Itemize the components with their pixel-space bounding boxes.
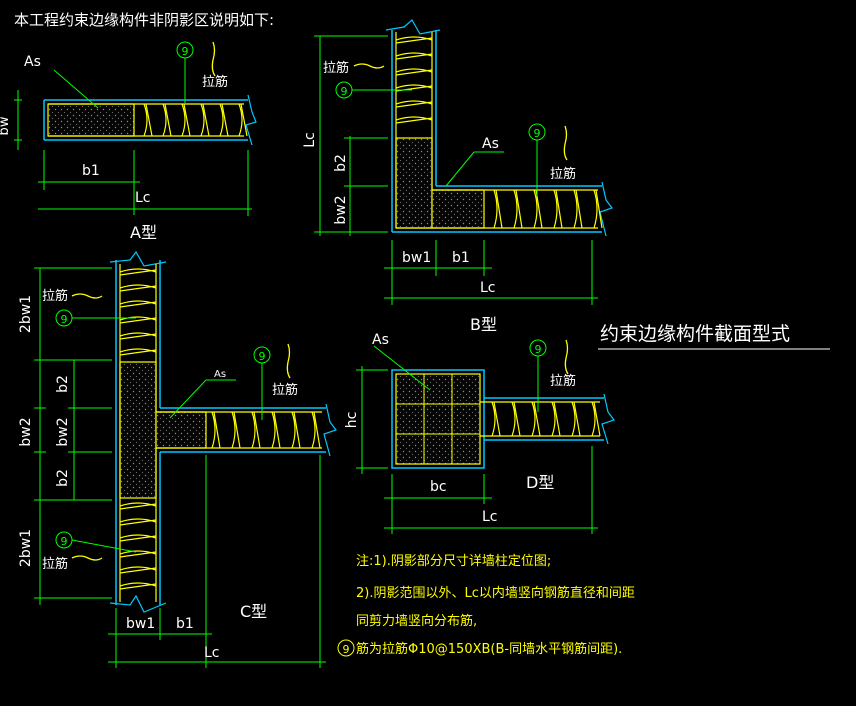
- b-mark-label-right: 9: [534, 127, 541, 140]
- rebar-tie: [143, 103, 153, 137]
- b-bw2-label: bw2: [333, 195, 349, 224]
- rebar-tie: [119, 582, 157, 590]
- rebar-tie: [119, 268, 157, 276]
- a-lc-label: Lc: [135, 190, 151, 206]
- rebar-tie: [591, 401, 601, 437]
- b-type-label: B型: [470, 315, 497, 334]
- d-bc-label: bc: [430, 479, 447, 495]
- note-3: 同剪力墙竖向分布筋,: [356, 613, 477, 629]
- c-2bw1-label-bottom: 2bw1: [18, 529, 34, 567]
- note-4: 筋为拉筋Φ10@150XB(B-同墙水平钢筋间距).: [356, 641, 622, 657]
- rebar-tie: [551, 401, 561, 437]
- b-lc-label: Lc: [480, 280, 496, 296]
- a-b1-label: b1: [82, 163, 100, 179]
- section-b-type: 拉筋 9 As 9 拉筋 Lc b2 bw2 bw1 b1 Lc B型: [302, 19, 613, 334]
- rebar-tie: [395, 36, 433, 44]
- b-tie-label-right: 拉筋: [550, 166, 576, 182]
- rebar-tie: [511, 401, 521, 437]
- d-as-label: As: [372, 332, 389, 348]
- rebar-tie: [162, 103, 172, 137]
- a-mark-label: 9: [182, 45, 189, 58]
- c-lc-label: Lc: [204, 645, 220, 661]
- c-bw1-label: bw1: [126, 616, 155, 632]
- c-2bw1-label-top: 2bw1: [18, 295, 34, 333]
- rebar-tie: [119, 534, 157, 542]
- rebar-tie: [238, 103, 248, 137]
- rebar-tie: [231, 411, 241, 449]
- b-mark-label-top: 9: [341, 85, 348, 98]
- rebar-tie: [395, 100, 433, 108]
- rebar-tie: [119, 502, 157, 510]
- d-hc-label: hc: [344, 412, 360, 429]
- rebar-tie: [491, 401, 501, 437]
- rebar-tie: [533, 189, 543, 229]
- note-2: 2).阴影范围以外、Lc以内墙竖向钢筋直径和间距: [356, 585, 635, 601]
- c-bw2-label-outer: bw2: [18, 417, 34, 446]
- rebar-tie: [211, 411, 221, 449]
- d-mark-label: 9: [535, 343, 542, 356]
- c-mark-label-bottom: 9: [61, 535, 68, 548]
- rebar-tie: [531, 401, 541, 437]
- c-tie-label-bottom: 拉筋: [42, 556, 68, 572]
- rebar-tie: [553, 189, 563, 229]
- rebar-tie: [219, 103, 229, 137]
- b-lc-vertical-label: Lc: [302, 132, 318, 148]
- rebar-tie: [119, 332, 157, 340]
- c-type-label: C型: [240, 602, 267, 621]
- b-b1-label: b1: [452, 250, 470, 266]
- section-a-type: As 9 拉筋 bw b1 Lc A型: [0, 41, 257, 242]
- rebar-tie: [395, 68, 433, 76]
- rebar-tie: [593, 189, 603, 229]
- c-tie-label-top: 拉筋: [42, 288, 68, 304]
- rebar-tie: [291, 411, 301, 449]
- a-type-label: A型: [130, 223, 157, 242]
- note-4-mark-circle: [337, 639, 355, 657]
- d-type-label: D型: [526, 473, 554, 492]
- rebar-tie: [395, 116, 433, 124]
- c-as-label: As: [214, 369, 226, 380]
- rebar-tie: [200, 103, 210, 137]
- rebar-tie: [271, 411, 281, 449]
- d-lc-label: Lc: [482, 509, 498, 525]
- c-mark-label-top: 9: [61, 313, 68, 326]
- notes: 注:1).阴影部分尺寸详墙柱定位图; 2).阴影范围以外、Lc以内墙竖向钢筋直径…: [337, 554, 635, 657]
- note-1: 注:1).阴影部分尺寸详墙柱定位图;: [356, 554, 551, 569]
- rebar-tie: [119, 316, 157, 324]
- rebar-tie: [119, 518, 157, 526]
- rebar-tie: [513, 189, 523, 229]
- rebar-tie: [573, 189, 583, 229]
- a-tie-label: 拉筋: [202, 74, 228, 90]
- rebar-tie: [119, 566, 157, 574]
- rebar-tie: [395, 52, 433, 60]
- rebar-tie: [251, 411, 261, 449]
- rebar-tie: [311, 411, 321, 449]
- rebar-tie: [119, 284, 157, 292]
- rebar-tie: [181, 103, 191, 137]
- c-b2-label-top: b2: [55, 375, 71, 393]
- drawing-title: 约束边缘构件截面型式: [600, 323, 790, 345]
- a-as-label: As: [24, 54, 41, 70]
- rebar-tie: [119, 348, 157, 356]
- rebar-tie: [493, 189, 503, 229]
- c-mark-label-right: 9: [259, 350, 266, 363]
- c-b1-label: b1: [176, 616, 194, 632]
- b-as-label: As: [482, 136, 499, 152]
- rebar-tie: [119, 300, 157, 308]
- section-c-type: 拉筋 9 As 9 拉筋 9 拉筋 2bw1 bw2 2bw1 b2: [18, 250, 337, 668]
- d-tie-label: 拉筋: [550, 373, 576, 389]
- note-4-mark: 9: [343, 643, 350, 656]
- c-tie-label-right: 拉筋: [272, 382, 298, 398]
- c-b2-label-bottom: b2: [55, 469, 71, 487]
- header-title: 本工程约束边缘构件非阴影区说明如下:: [14, 11, 274, 29]
- section-d-type: As 9 拉筋 hc bc Lc D型: [344, 332, 615, 534]
- b-b2-label: b2: [333, 154, 349, 172]
- rebar-tie: [571, 401, 581, 437]
- b-tie-label-top: 拉筋: [323, 60, 349, 76]
- rebar-tie: [119, 550, 157, 558]
- b-bw1-label: bw1: [402, 250, 431, 266]
- a-bw-label: bw: [0, 116, 12, 135]
- c-bw2-label-inner: bw2: [55, 417, 71, 446]
